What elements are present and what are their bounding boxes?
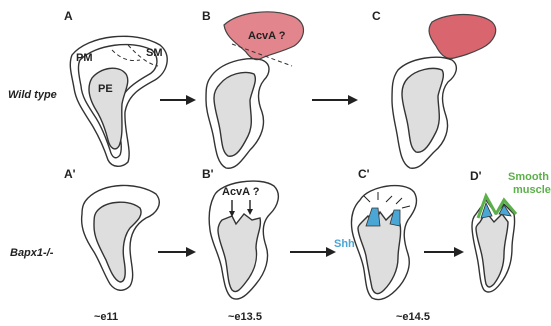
arrow-a-to-b	[160, 95, 196, 105]
shh-expression-right	[390, 210, 400, 226]
panel-d-prime-diagram: Smooth muscle	[472, 171, 551, 292]
arrow-b-prime-to-c-prime	[290, 247, 336, 257]
stage-label-e14-5: ~e14.5	[396, 311, 430, 323]
arrow-c-prime-to-d-prime	[424, 247, 464, 257]
panel-b-prime-diagram: AcvA ?	[209, 181, 278, 299]
panel-label-b: B	[202, 9, 211, 23]
panel-a-prime-diagram	[82, 185, 160, 290]
panel-label-a-prime: A'	[64, 167, 76, 181]
label-muscle: muscle	[513, 184, 551, 196]
panel-c-inner-tissue	[402, 68, 443, 152]
stage-label-e11: ~e11	[94, 311, 118, 323]
panel-a-boundary-1	[112, 50, 140, 61]
panel-c-diagram	[392, 15, 496, 169]
acva-arrowhead-right	[247, 209, 253, 215]
panel-c-prime-diagram: Shh	[334, 186, 416, 300]
signal-arrows	[364, 192, 410, 208]
row-label-mutant: Bapx1-/-	[10, 247, 54, 259]
label-pm: PM	[76, 52, 93, 64]
panel-d-prime-inner-tissue	[476, 212, 508, 287]
panel-label-a: A	[64, 9, 73, 23]
stage-label-e13-5: ~e13.5	[228, 311, 262, 323]
label-shh: Shh	[334, 238, 355, 250]
label-smooth: Smooth	[508, 171, 549, 183]
panel-label-c: C	[372, 9, 381, 23]
panel-label-c-prime: C'	[358, 167, 370, 181]
label-pe: PE	[98, 83, 113, 95]
panel-b-inner-tissue	[214, 72, 255, 156]
label-acva-top: AcvA ?	[248, 30, 286, 42]
panel-a-prime-inner-tissue	[94, 202, 141, 282]
panel-label-b-prime: B'	[202, 167, 214, 181]
label-sm: SM	[146, 47, 163, 59]
panel-label-d-prime: D'	[470, 169, 482, 183]
acva-region-c	[429, 15, 496, 59]
arrow-a-prime-to-b-prime	[158, 247, 196, 257]
label-acva-bottom: AcvA ?	[222, 186, 260, 198]
arrow-b-to-c	[312, 95, 358, 105]
panel-b-diagram: AcvA ?	[206, 12, 304, 168]
row-label-wild-type: Wild type	[8, 89, 57, 101]
panel-a-diagram: PM SM PE	[70, 36, 167, 166]
panel-a-pe-region	[89, 68, 128, 149]
